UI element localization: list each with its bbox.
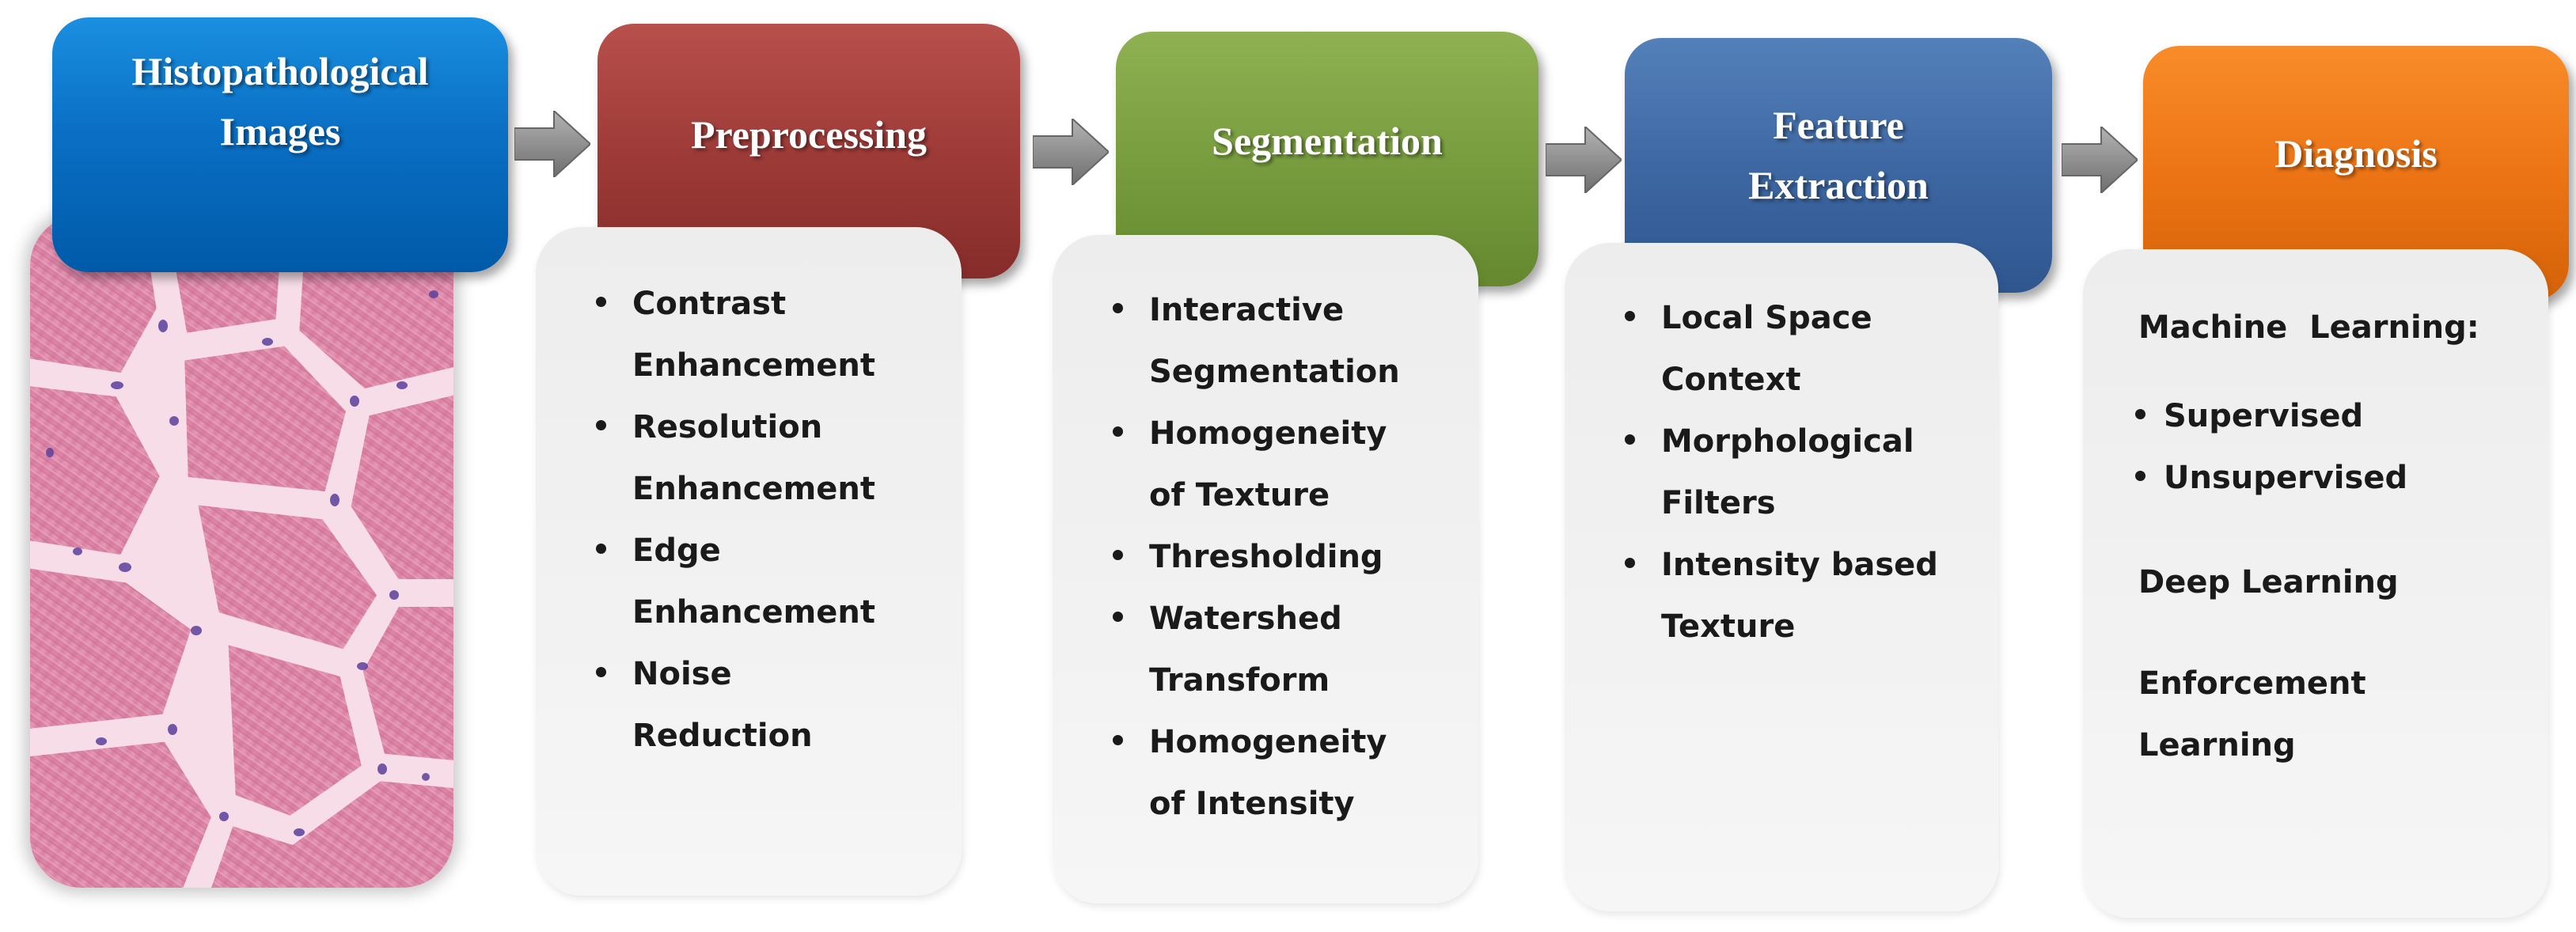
ml-type-list: Supervised Unsupervised: [2126, 385, 2479, 509]
histopathology-image: [30, 215, 453, 888]
diagnosis-content: Machine Learning: Supervised Unsupervise…: [2134, 297, 2479, 776]
right-arrow-icon: [2062, 127, 2138, 193]
stage-title-line: Feature: [1773, 103, 1904, 147]
right-arrow-icon: [1546, 127, 1622, 193]
machine-learning-label: Machine Learning:: [2138, 309, 2479, 346]
label-line: Enforcement: [2138, 665, 2366, 702]
label-line: Learning: [2138, 727, 2296, 763]
diagnosis-card: Machine Learning: Supervised Unsupervise…: [2083, 249, 2548, 918]
list-item: Thresholding: [1103, 526, 1400, 588]
stage-title: Feature Extraction: [1748, 38, 1929, 293]
list-item: Supervised: [2126, 385, 2479, 447]
stage-title-line: Images: [219, 109, 341, 153]
stage-title-line: Extraction: [1748, 163, 1929, 207]
stage-title-line: Preprocessing: [690, 112, 928, 157]
right-arrow-icon: [514, 111, 590, 177]
list-item: Unsupervised: [2126, 447, 2479, 509]
stage-title: Preprocessing: [691, 24, 927, 278]
enforcement-learning-label: Enforcement Learning: [2138, 653, 2479, 776]
deep-learning-label: Deep Learning: [2138, 564, 2399, 600]
stage-title-line: Diagnosis: [2274, 131, 2438, 176]
stage-header-histopathological-images: Histopathological Images: [52, 17, 508, 272]
histopathology-tissue-image: [30, 215, 453, 888]
right-arrow-icon: [1033, 119, 1109, 185]
stage-title: Diagnosis: [2274, 46, 2438, 301]
stage-title: Segmentation: [1212, 32, 1443, 286]
stage-title-line: Histopathological: [131, 49, 429, 93]
stage-title: Histopathological Images: [131, 17, 428, 272]
stage-title-line: Segmentation: [1212, 119, 1443, 163]
